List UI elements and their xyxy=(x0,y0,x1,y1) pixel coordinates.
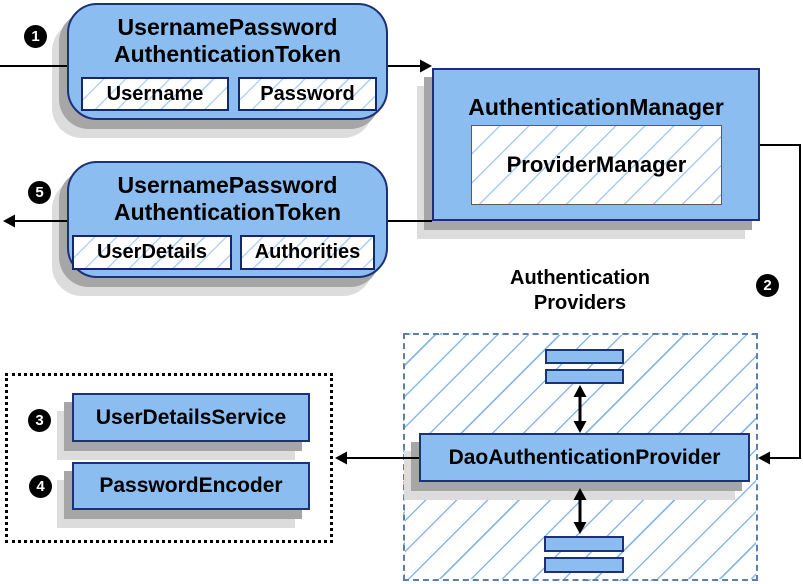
provider-placeholder-bar xyxy=(545,369,624,384)
provider-placeholder-bar xyxy=(544,536,624,552)
response-token-title-line2: AuthenticationToken xyxy=(113,199,341,225)
username-field-box: Username xyxy=(81,77,229,111)
authorities-field-box: Authorities xyxy=(240,235,375,270)
arrowhead-into-dao xyxy=(758,451,770,465)
request-token-title-line2: AuthenticationToken xyxy=(113,41,341,67)
provider-placeholder-bar xyxy=(545,349,624,364)
manager-to-dao-line xyxy=(760,144,801,459)
request-token-title-line1: UsernamePassword xyxy=(117,14,338,40)
authentication-providers-label-line1: Authentication xyxy=(510,267,650,289)
password-field-box: Password xyxy=(238,77,377,111)
arrowhead-response-out xyxy=(3,214,15,228)
dao-authentication-provider-node: DaoAuthenticationProvider xyxy=(419,433,750,482)
authentication-providers-label: Authentication Providers xyxy=(450,266,710,316)
step-4-badge: 4 xyxy=(29,475,52,498)
step-2-badge: 2 xyxy=(756,274,779,297)
beans-group-box xyxy=(5,373,333,543)
arrowhead-into-manager xyxy=(420,59,432,73)
authentication-providers-label-line2: Providers xyxy=(533,292,627,314)
response-token-title-line1: UsernamePassword xyxy=(117,172,338,198)
user-details-service-node: UserDetailsService xyxy=(72,393,310,442)
request-token-title: UsernamePassword AuthenticationToken xyxy=(69,5,386,68)
step-5-badge: 5 xyxy=(28,181,51,204)
password-encoder-node: PasswordEncoder xyxy=(72,462,310,510)
step-1-badge: 1 xyxy=(24,25,47,48)
request-token-node: UsernamePassword AuthenticationToken Use… xyxy=(67,3,388,120)
provider-manager-box: ProviderManager xyxy=(471,125,722,205)
response-token-title: UsernamePassword AuthenticationToken xyxy=(69,163,386,226)
step-3-badge: 3 xyxy=(28,409,51,432)
authentication-manager-node: AuthenticationManager ProviderManager xyxy=(432,68,760,221)
user-details-field-box: UserDetails xyxy=(72,235,232,270)
arrowhead-into-beans xyxy=(335,451,347,465)
response-token-node: UsernamePassword AuthenticationToken Use… xyxy=(67,161,388,278)
provider-placeholder-bar xyxy=(544,557,624,573)
authentication-manager-title: AuthenticationManager xyxy=(468,94,724,120)
